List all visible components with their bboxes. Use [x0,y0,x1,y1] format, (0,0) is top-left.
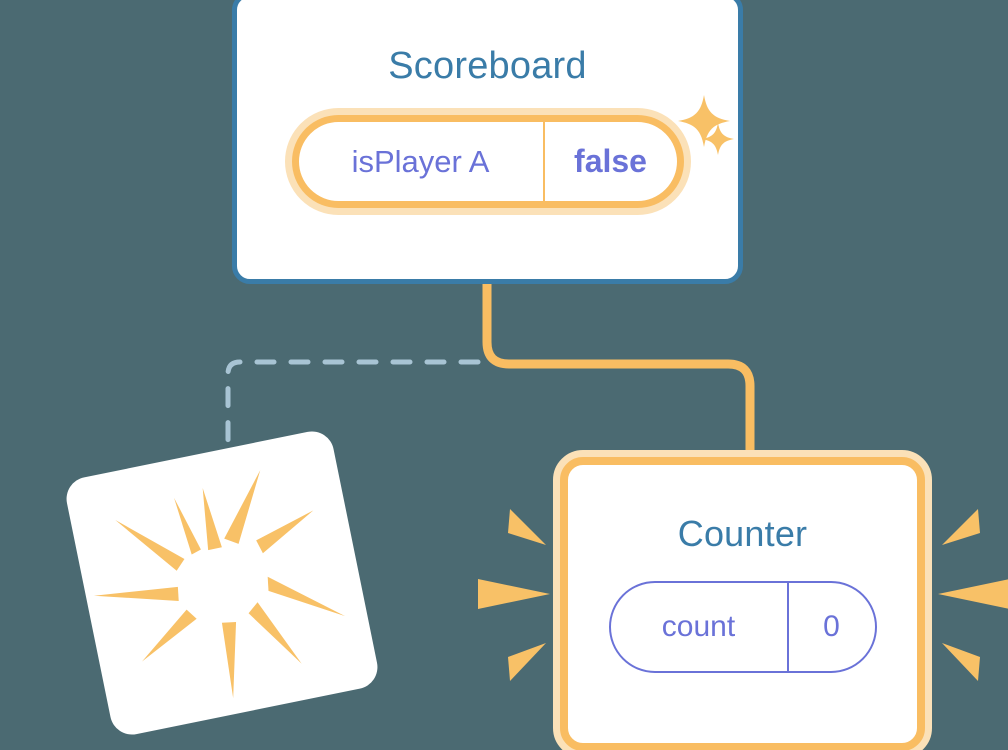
scoreboard-property-value: false [574,143,647,179]
scoreboard-property-pill[interactable]: isPlayer A false [284,108,691,215]
counter-property-pill[interactable]: count 0 [608,581,877,673]
scoreboard-title: Scoreboard [388,45,587,87]
sparkle-large-icon [678,95,730,147]
counter-burst-rays-left-icon [478,509,550,681]
counter-property-key: count [611,583,789,671]
counter-property-value: 0 [823,610,840,643]
scoreboard-card[interactable]: Scoreboard isPlayer A false [232,0,743,284]
scoreboard-property-row: isPlayer A false [237,88,738,215]
sparkle-small-icon [702,123,734,155]
counter-card[interactable]: Counter count 0 [553,450,932,750]
counter-card-inner: Counter count 0 [560,457,925,750]
scoreboard-property-pill-inner: isPlayer A false [291,115,684,208]
counter-property-row: count 0 [568,555,917,673]
connector-scoreboard-to-counter [482,280,755,456]
flash-card[interactable] [62,427,382,739]
flash-card-burst-rays-icon [93,470,346,699]
scoreboard-property-key: isPlayer A [299,122,545,201]
counter-burst-rays-right-icon [938,509,1008,681]
counter-title: Counter [677,513,808,554]
